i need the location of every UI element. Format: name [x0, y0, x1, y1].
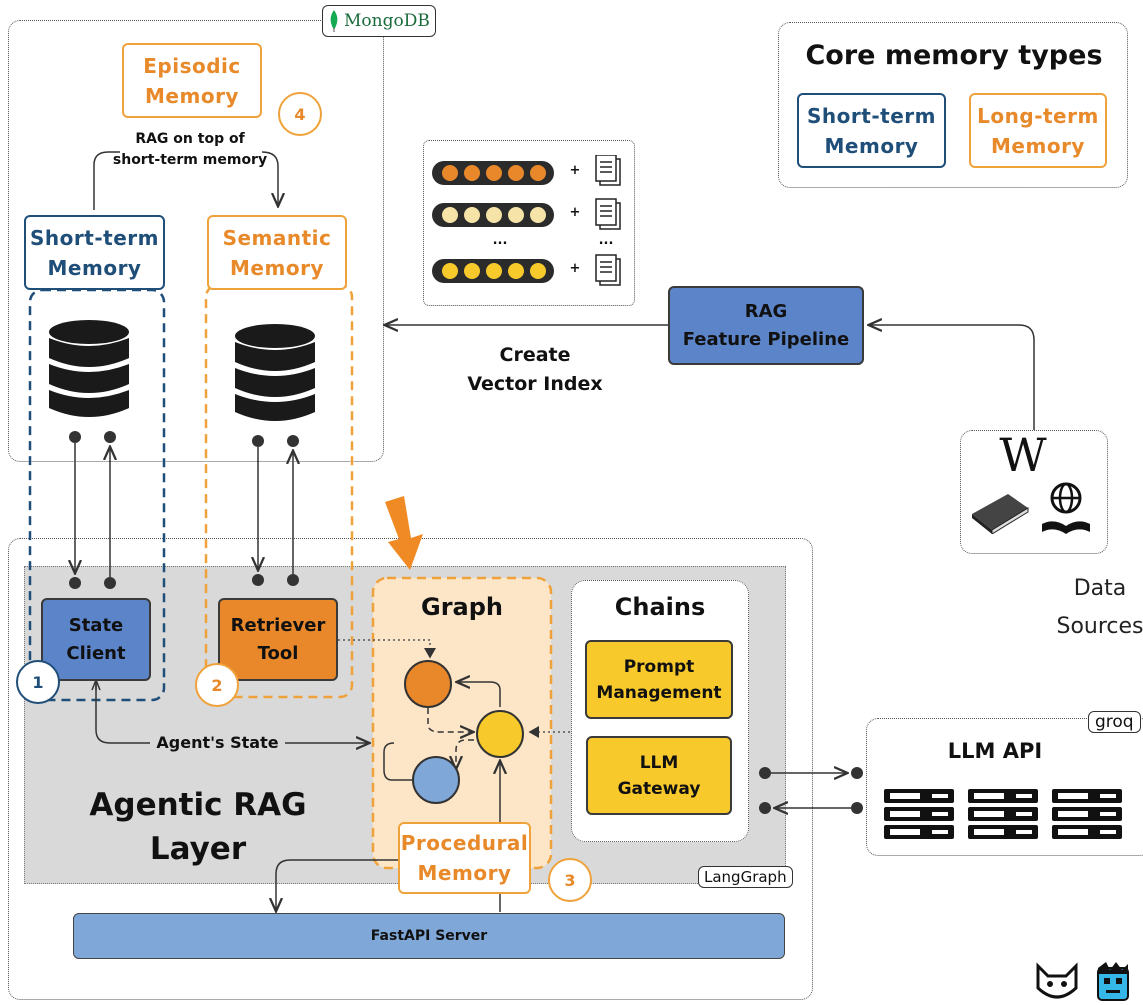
badge-4: 4	[278, 92, 322, 136]
badge-2: 2	[195, 663, 239, 707]
badge-1: 1	[16, 660, 60, 704]
vector-row	[432, 161, 554, 185]
document-icon	[595, 254, 621, 286]
plus-sign: +	[569, 205, 581, 220]
agents-state-label: Agent's State	[156, 733, 279, 752]
retriever-tool-box: Retriever Tool	[218, 598, 338, 681]
agentic-rag-layer-title: Agentic RAG Layer	[89, 787, 307, 867]
mongodb-leaf-icon	[330, 10, 338, 32]
mascot-logo-icon	[1097, 962, 1129, 1001]
core-memory-panel	[778, 22, 1128, 188]
wikipedia-icon: W	[999, 428, 1047, 482]
semantic-memory-box: Semantic Memory	[207, 215, 347, 290]
rag-note: RAG on top of short-term memory	[112, 131, 268, 168]
graph-title: Graph	[421, 593, 503, 621]
mongodb-tag: MongoDB	[322, 5, 436, 37]
mongodb-region	[8, 20, 384, 462]
graph-nodes	[404, 660, 524, 804]
llm-api-panel	[866, 718, 1143, 856]
create-vector-index-label: Create Vector Index	[467, 344, 603, 395]
core-long-term-box: Long-term Memory	[969, 93, 1107, 168]
groq-tag: groq	[1088, 711, 1141, 733]
llm-api-title: LLM API	[947, 739, 1043, 763]
data-sources-panel	[960, 430, 1108, 554]
short-term-column	[28, 288, 166, 702]
vector-rows	[432, 155, 621, 286]
core-memory-title: Core memory types	[805, 40, 1103, 71]
highlight-arrow	[385, 496, 423, 570]
plus-sign: +	[569, 163, 581, 178]
plus-sign: +	[569, 261, 581, 276]
fastapi-server-bar: FastAPI Server	[73, 913, 785, 959]
ellipsis: ...	[598, 233, 614, 248]
vector-row	[432, 203, 554, 227]
database-icon	[49, 320, 129, 417]
globe-book-icon	[1042, 482, 1090, 534]
badge-3: 3	[548, 858, 592, 902]
episodic-memory-box: Episodic Memory	[122, 43, 262, 118]
llm-gateway-box: LLM Gateway	[586, 736, 732, 815]
document-icon	[595, 198, 621, 230]
core-short-term-box: Short-term Memory	[797, 93, 946, 168]
mongodb-label: MongoDB	[344, 11, 430, 31]
vector-row	[432, 259, 554, 283]
ellipsis: ...	[492, 233, 508, 248]
document-icon	[595, 155, 621, 186]
book-icon	[972, 494, 1029, 534]
short-term-memory-box: Short-term Memory	[24, 215, 165, 290]
langgraph-tag: LangGraph	[698, 866, 793, 888]
cat-logo-icon	[1036, 962, 1078, 999]
database-icon	[235, 324, 315, 421]
procedural-memory-box: Procedural Memory	[398, 822, 531, 894]
rag-feature-pipeline-box: RAG Feature Pipeline	[668, 286, 864, 365]
state-client-box: State Client	[41, 598, 151, 681]
data-sources-label: Data Sources	[1056, 576, 1143, 639]
vector-panel	[423, 140, 635, 306]
server-rack-icon	[884, 789, 1122, 839]
graph-node-orange	[404, 660, 452, 708]
prompt-management-box: Prompt Management	[585, 640, 733, 719]
chains-title: Chains	[614, 593, 706, 621]
graph-node-blue	[412, 756, 460, 804]
graph-node-yellow	[476, 710, 524, 758]
